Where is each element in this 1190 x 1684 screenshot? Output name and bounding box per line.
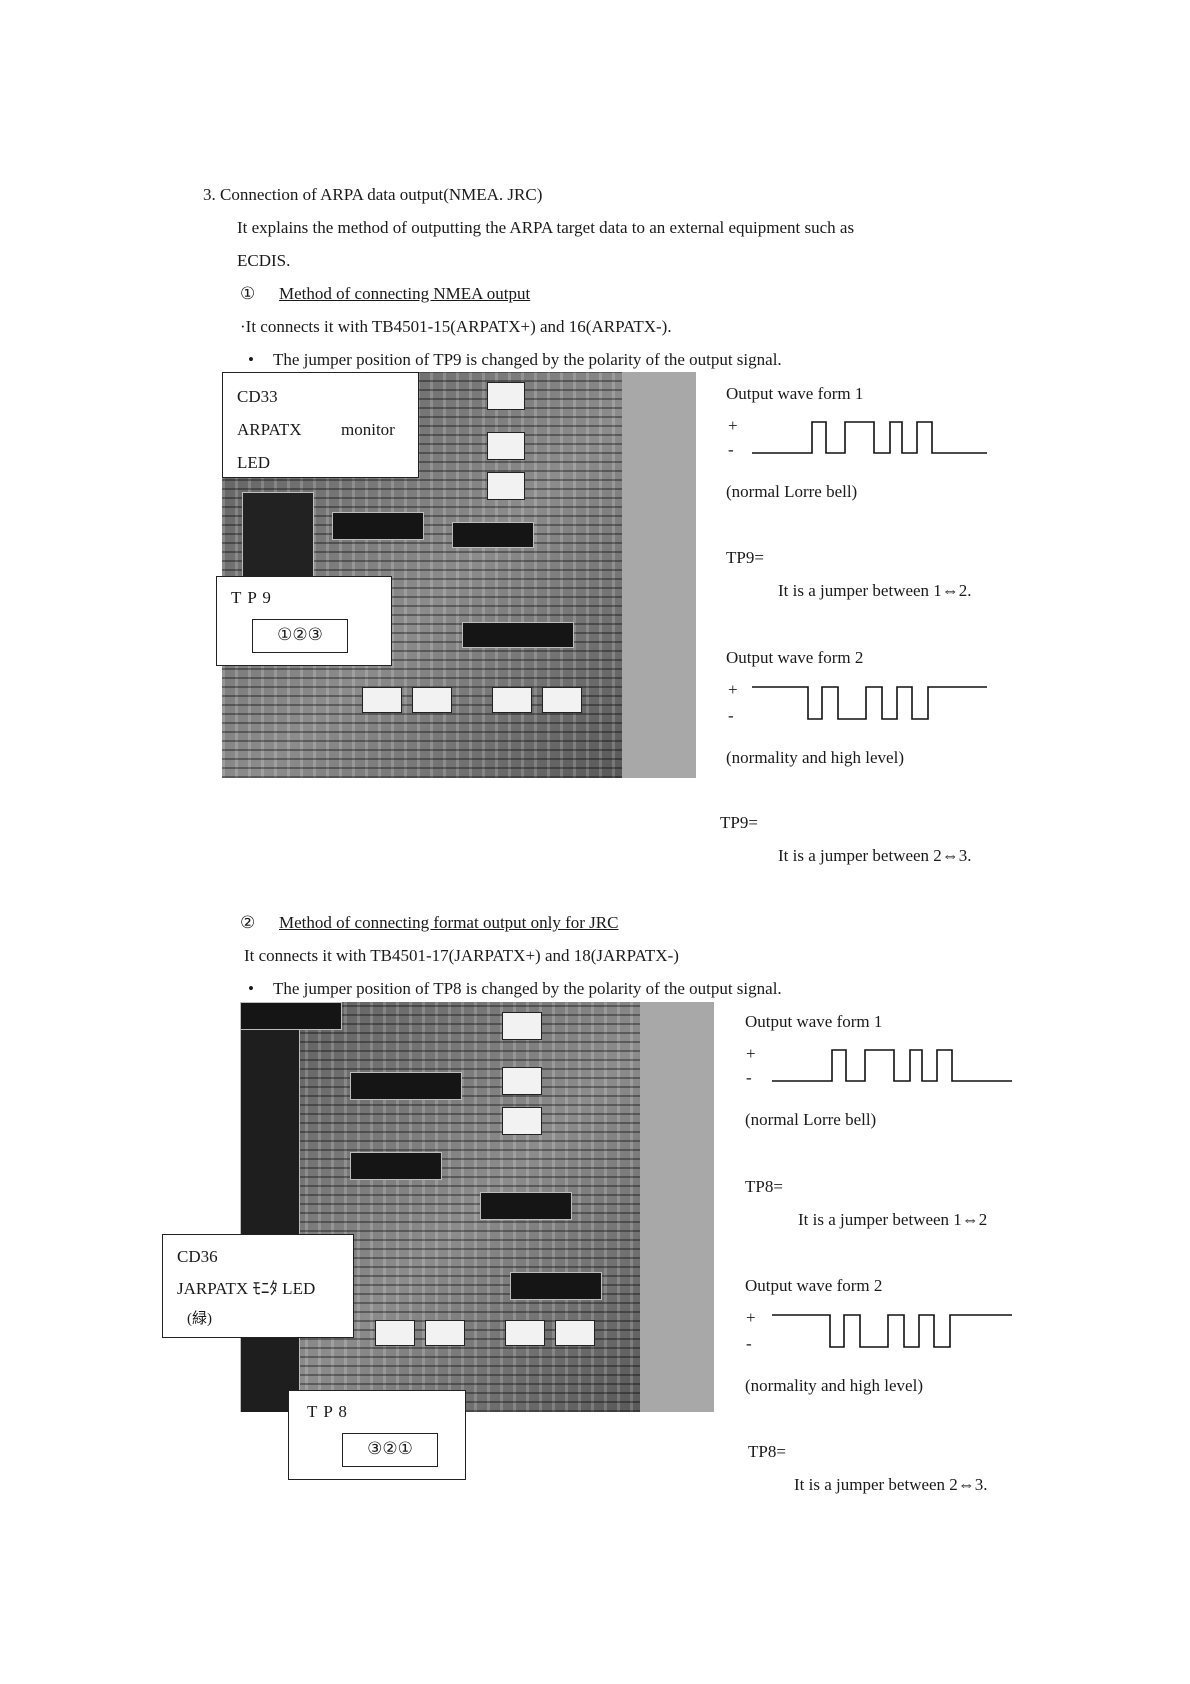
pcb2-relay — [425, 1320, 465, 1346]
tp9-pin-box: ①②③ — [252, 619, 348, 653]
p1-wave2-plus: + — [728, 680, 738, 699]
p1-wave1-title: Output wave form 1 — [726, 384, 864, 403]
part2-bullet: • — [248, 979, 254, 998]
part1-bullet: • — [248, 350, 254, 369]
tp8-title: T P 8 — [307, 1402, 348, 1421]
cd36-monitor-led-label: JARPATX ﾓﾆﾀ LED — [177, 1279, 316, 1298]
pcb1-ic — [462, 622, 574, 648]
p1-wave1-plus: + — [728, 416, 738, 435]
pcb2-ic — [240, 1002, 342, 1030]
cd36-callout: CD36 JARPATX ﾓﾆﾀ LED (緑) — [162, 1234, 354, 1338]
p2-wave1-plus: + — [746, 1044, 756, 1063]
p1-wave1-minus: - — [728, 440, 734, 459]
p1-tp-a: TP9= — [726, 548, 764, 567]
pcb2-relay — [555, 1320, 595, 1346]
part1-number: ① — [240, 284, 256, 303]
p2-tp-a: TP8= — [745, 1177, 783, 1196]
pcb2-relay — [502, 1107, 542, 1135]
pcb1-label-strip — [622, 372, 696, 778]
cd33-monitor-label: monitor — [341, 420, 395, 439]
p2-waveform-1 — [772, 1049, 1012, 1082]
p2-wave2-minus: - — [746, 1334, 752, 1353]
cd33-label: CD33 — [237, 387, 278, 406]
pcb2-relay — [502, 1067, 542, 1095]
p2-wave2-caption: (normality and high level) — [745, 1376, 923, 1395]
pcb-photo-2 — [240, 1002, 714, 1412]
p1-tp-b: TP9= — [720, 813, 758, 832]
p2-wave1-title: Output wave form 1 — [745, 1012, 883, 1031]
p2-wave1-minus: - — [746, 1068, 752, 1087]
part2-jumper-text: The jumper position of TP8 is changed by… — [273, 979, 782, 998]
part2-title: Method of connecting format output only … — [279, 913, 619, 932]
p2-tp-a-note: It is a jumper between 1⇔2 — [798, 1210, 988, 1229]
pcb2-connector — [240, 1002, 300, 1412]
pcb2-relay — [505, 1320, 545, 1346]
pcb1-relay — [487, 432, 525, 460]
cd33-arpatx-label: ARPATX — [237, 420, 302, 439]
pcb1-ic — [332, 512, 424, 540]
pcb1-relay — [492, 687, 532, 713]
p1-waveform-2 — [752, 686, 987, 720]
p1-waveform-1 — [752, 421, 987, 454]
pcb2-relay — [502, 1012, 542, 1040]
pcb2-ic — [480, 1192, 572, 1220]
p1-wave2-title: Output wave form 2 — [726, 648, 864, 667]
p2-wave1-caption: (normal Lorre bell) — [745, 1110, 877, 1129]
p1-wave2-minus: - — [728, 706, 734, 725]
cd36-green-label: (緑) — [187, 1311, 212, 1327]
p2-wave2-plus: + — [746, 1308, 756, 1327]
p2-tp-b: TP8= — [748, 1442, 786, 1461]
pcb1-relay — [362, 687, 402, 713]
part1-connection-text: ·It connects it with TB4501-15(ARPATX+) … — [240, 317, 672, 336]
p2-wave2-title: Output wave form 2 — [745, 1276, 883, 1295]
pcb1-relay — [487, 472, 525, 500]
cd36-label: CD36 — [177, 1247, 218, 1266]
pcb1-relay — [412, 687, 452, 713]
cd33-led-label: LED — [237, 453, 271, 472]
pcb1-relay — [542, 687, 582, 713]
pcb2-ic — [510, 1272, 602, 1300]
p2-tp-b-note: It is a jumper between 2⇔3. — [794, 1475, 988, 1494]
p1-wave1-caption: (normal Lorre bell) — [726, 482, 858, 501]
tp9-title: T P 9 — [231, 588, 272, 607]
intro-text-line1: It explains the method of outputting the… — [237, 218, 855, 237]
tp8-callout: T P 8 ③②① — [288, 1390, 466, 1480]
p1-tp-a-note: It is a jumper between 1⇔2. — [778, 581, 972, 600]
pcb1-ic — [452, 522, 534, 548]
cd33-callout: CD33 ARPATX monitor LED — [222, 372, 419, 478]
pcb2-relay — [375, 1320, 415, 1346]
pcb2-ic — [350, 1072, 462, 1100]
intro-text-line2: ECDIS. — [237, 251, 291, 270]
pcb2-label-strip — [640, 1002, 714, 1412]
part1-title: Method of connecting NMEA output — [279, 284, 531, 303]
section-heading: 3. Connection of ARPA data output(NMEA. … — [203, 185, 543, 204]
part2-number: ② — [240, 913, 256, 932]
pcb1-relay — [487, 382, 525, 410]
p1-tp-b-note: It is a jumper between 2⇔3. — [778, 846, 972, 865]
part1-jumper-text: The jumper position of TP9 is changed by… — [273, 350, 782, 369]
tp9-callout: T P 9 ①②③ — [216, 576, 392, 666]
tp8-pin-box: ③②① — [342, 1433, 438, 1467]
pcb2-ic — [350, 1152, 442, 1180]
p2-waveform-2 — [772, 1314, 1012, 1348]
p1-wave2-caption: (normality and high level) — [726, 748, 904, 767]
part2-connection-text: It connects it with TB4501-17(JARPATX+) … — [244, 946, 679, 965]
